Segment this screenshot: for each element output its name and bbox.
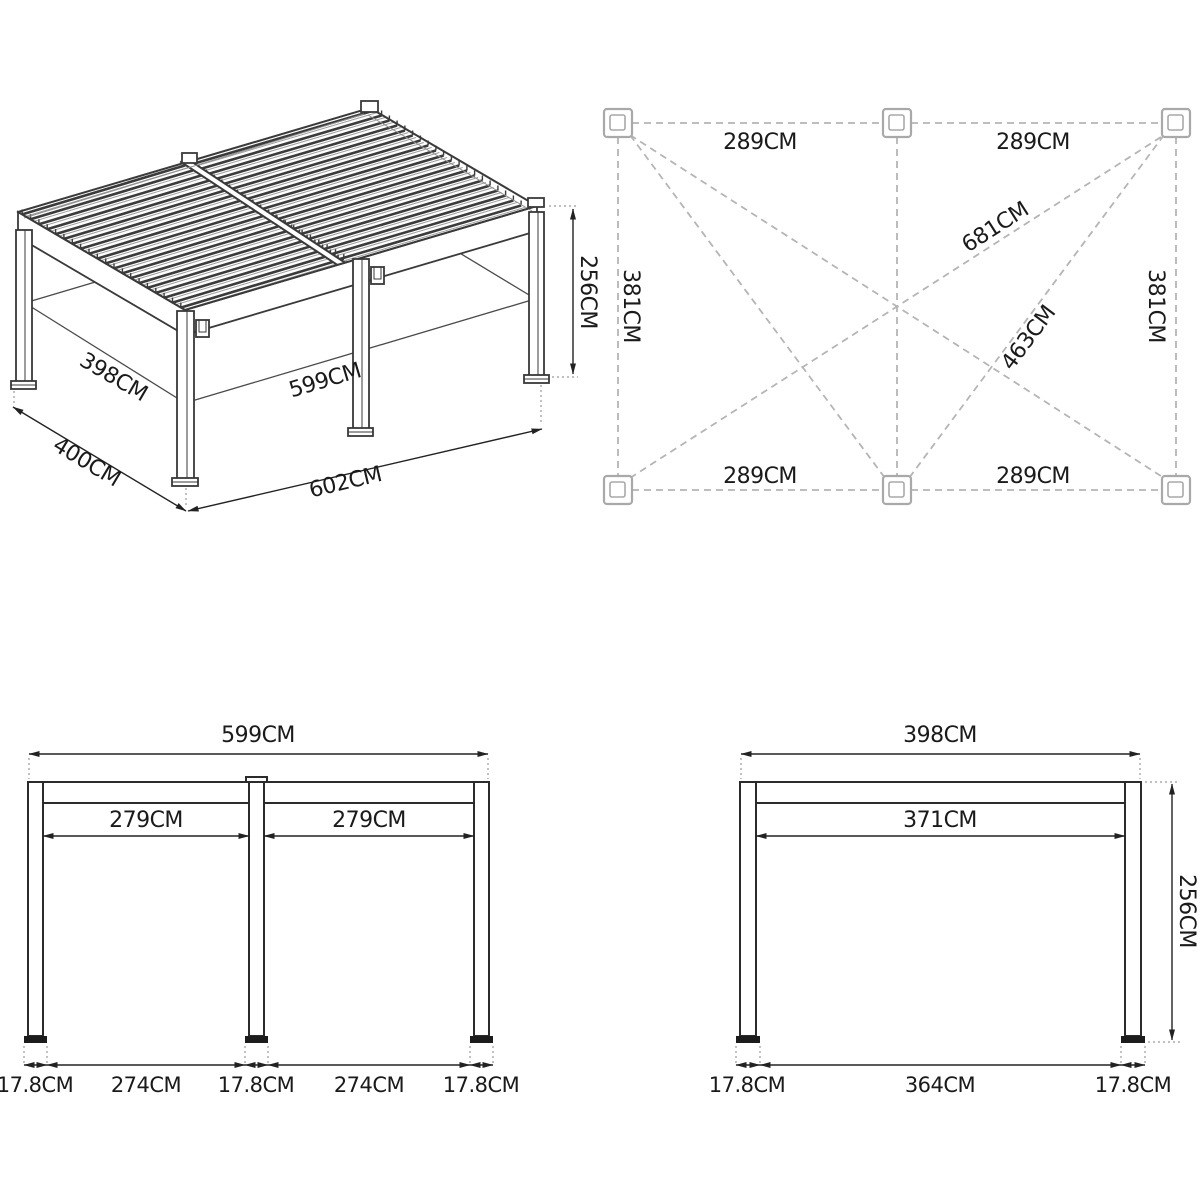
front-chain-2: 17.8CM bbox=[218, 1073, 295, 1097]
plan-span-top-right: 289CM bbox=[996, 130, 1070, 155]
plan-diagonal-tl-bm bbox=[629, 134, 886, 479]
plan-side-left: 381CM bbox=[618, 269, 643, 343]
side-overall-width-label: 398CM bbox=[903, 723, 977, 748]
back-middle-post-cap bbox=[181, 152, 198, 164]
iso-height-label: 256CM bbox=[575, 255, 600, 329]
front-bay-left-label: 279CM bbox=[109, 808, 183, 833]
back-corner-post-cap bbox=[360, 100, 379, 113]
front-foot-middle bbox=[245, 1036, 268, 1043]
iso-post-right bbox=[523, 211, 550, 384]
side-chain-0: 17.8CM bbox=[709, 1073, 786, 1097]
side-foot-right bbox=[1121, 1036, 1145, 1043]
dim-line-400 bbox=[12, 406, 187, 512]
front-post-left bbox=[27, 781, 44, 1037]
side-chain-2: 17.8CM bbox=[1095, 1073, 1172, 1097]
plan-span-bottom-right: 289CM bbox=[996, 464, 1070, 489]
front-chain-4: 17.8CM bbox=[443, 1073, 520, 1097]
plan-diagonal-bl-tr bbox=[629, 134, 1165, 479]
front-chain-3: 274CM bbox=[334, 1073, 404, 1097]
side-post-left bbox=[739, 781, 757, 1037]
roof-louvers-right bbox=[190, 105, 525, 262]
louver-bracket bbox=[370, 266, 385, 285]
iso-view: 398CM 400CM 599CM 602CM 256CM bbox=[10, 100, 600, 512]
front-overall-width-label: 599CM bbox=[221, 723, 295, 748]
plan-post-top-middle bbox=[881, 107, 913, 139]
front-bay-right-label: 279CM bbox=[332, 808, 406, 833]
iso-post-front-corner bbox=[171, 310, 210, 487]
side-foot-left bbox=[736, 1036, 760, 1043]
plan-post-top-left bbox=[602, 107, 634, 139]
front-chain-1: 274CM bbox=[111, 1073, 181, 1097]
right-corner-cap bbox=[527, 197, 545, 208]
front-elevation: 599CM 279CM 279CM 17.8CM 274CM 17.8CM 27… bbox=[0, 723, 520, 1097]
louver-bracket bbox=[195, 319, 210, 338]
plan-diagonal-full-label: 681CM bbox=[958, 197, 1034, 258]
iso-depth-ground-label: 400CM bbox=[48, 433, 124, 492]
side-clear-width-label: 371CM bbox=[903, 808, 977, 833]
front-foot-left bbox=[24, 1036, 47, 1043]
roof-edge-right bbox=[368, 106, 539, 208]
plan-view: 289CM 289CM 289CM 289CM 381CM 381CM 681C… bbox=[602, 107, 1192, 506]
iso-post-front-middle bbox=[347, 258, 385, 437]
side-chain-1: 364CM bbox=[905, 1073, 975, 1097]
side-beam bbox=[739, 781, 1142, 804]
iso-width-ground-label: 602CM bbox=[307, 462, 385, 503]
plan-span-top-left: 289CM bbox=[723, 130, 797, 155]
front-post-middle bbox=[248, 781, 265, 1037]
side-height-label: 256CM bbox=[1174, 874, 1199, 948]
plan-post-top-right bbox=[1160, 107, 1192, 139]
front-post-right bbox=[473, 781, 490, 1037]
front-foot-right bbox=[470, 1036, 493, 1043]
plan-post-bottom-left bbox=[602, 474, 634, 506]
side-elevation: 398CM 371CM 256CM 17.8CM 364CM 17.8CM bbox=[709, 723, 1199, 1097]
side-post-right bbox=[1124, 781, 1142, 1037]
iso-depth-label: 398CM bbox=[75, 348, 151, 407]
plan-post-bottom-middle bbox=[881, 474, 913, 506]
front-chain-0: 17.8CM bbox=[0, 1073, 73, 1097]
iso-post-left bbox=[10, 229, 37, 390]
plan-diagonal-half-label: 463CM bbox=[997, 301, 1061, 375]
dim-line-602 bbox=[187, 428, 543, 512]
plan-span-bottom-left: 289CM bbox=[723, 464, 797, 489]
plan-side-right: 381CM bbox=[1143, 269, 1168, 343]
plan-post-bottom-right bbox=[1160, 474, 1192, 506]
